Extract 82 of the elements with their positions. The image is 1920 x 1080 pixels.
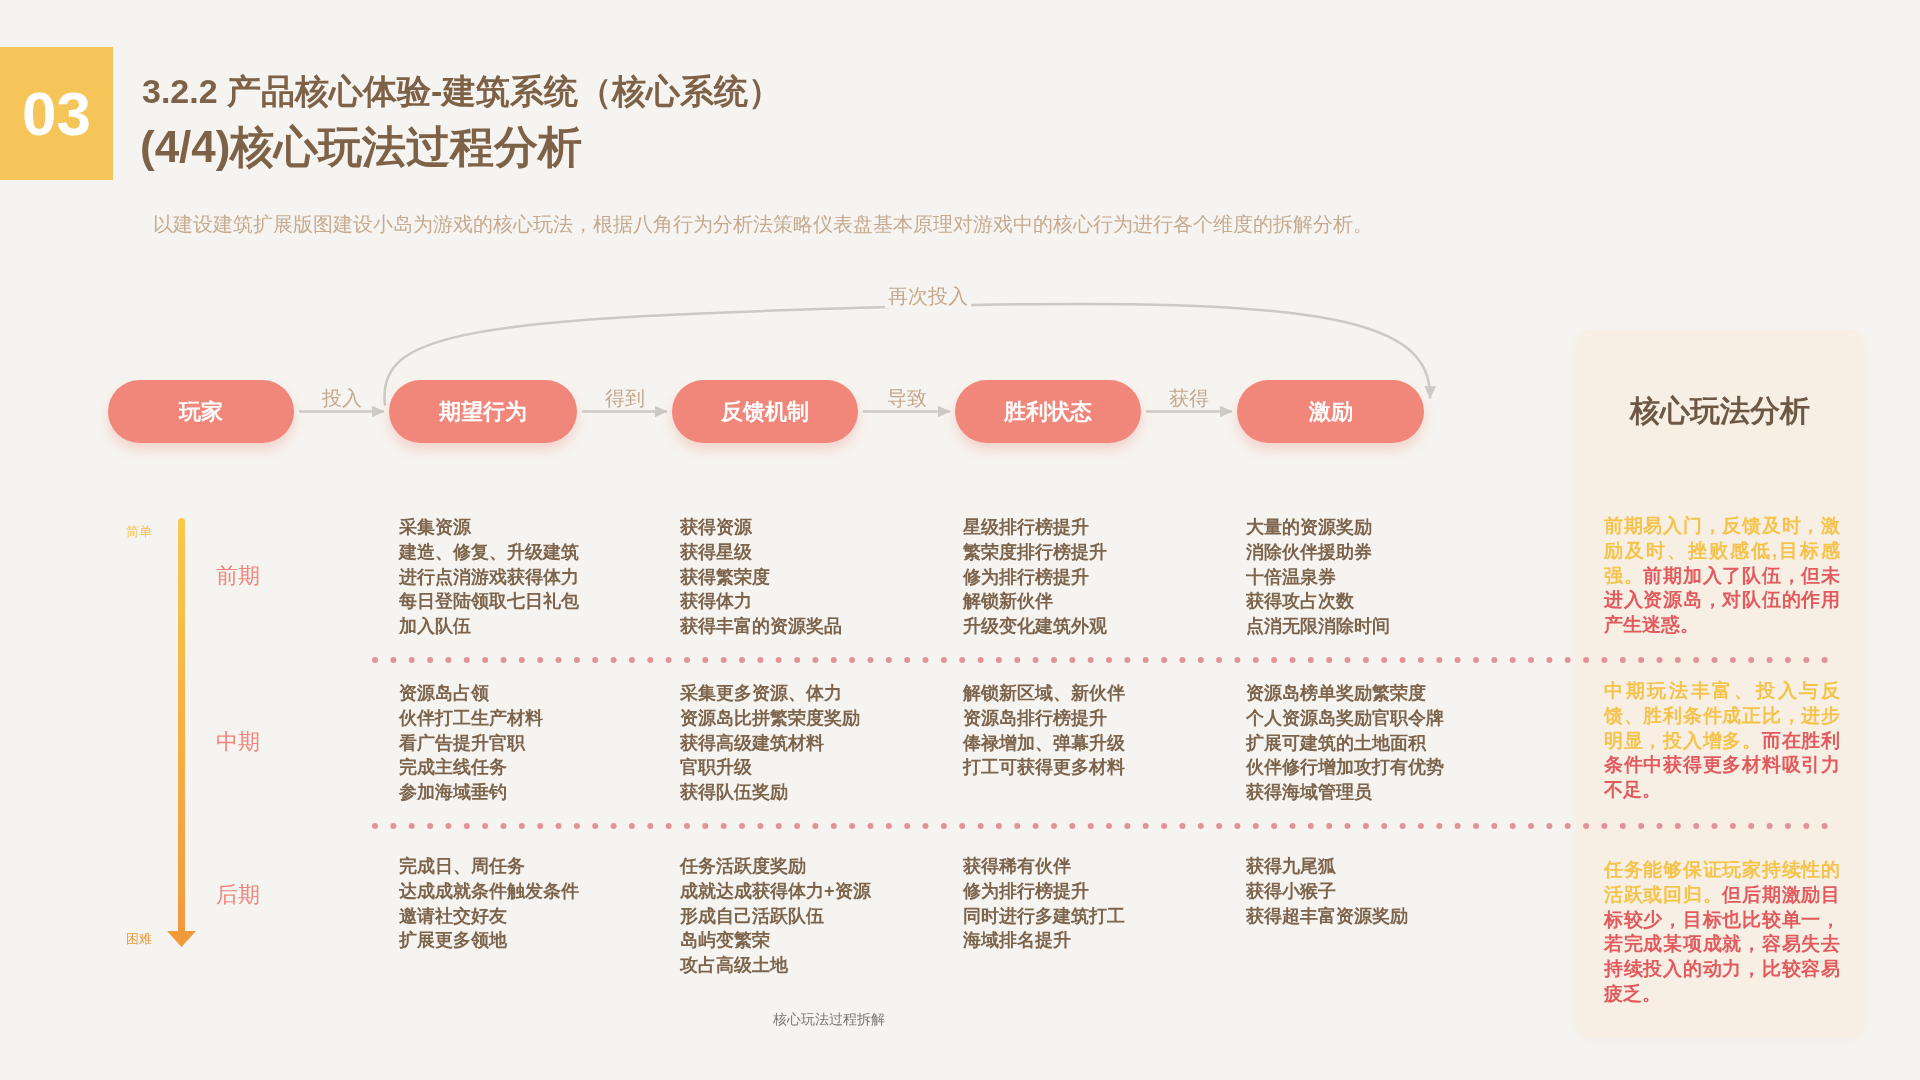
- analysis-paragraph: 前期易入门，反馈及时，激励及时、挫败感低,目标感强。前期加入了队伍，但未进入资源岛，对队伍的作用产生迷惑。: [1604, 514, 1840, 638]
- axis-label: 困难: [126, 930, 152, 948]
- arrow: [299, 405, 385, 418]
- list-item: 获得队伍奖励: [680, 781, 788, 805]
- list-item: 修为排行榜提升: [963, 879, 1089, 903]
- list-item: 官职升级: [680, 756, 752, 780]
- list-item: 采集资源: [399, 516, 471, 539]
- list-item: 获得攻占次数: [1246, 590, 1354, 614]
- subtitle: (4/4)核心玩法过程分析: [140, 121, 583, 173]
- list-item: 繁荣度排行榜提升: [963, 540, 1107, 564]
- list-item: 资源岛榜单奖励繁荣度: [1246, 682, 1426, 705]
- analysis-paragraph: 中期玩法丰富、投入与反馈、胜利条件成正比，进步明显，投入增多。而在胜利条件中获得更多材料吸引力不足。: [1604, 679, 1840, 803]
- arrow: [1146, 405, 1233, 418]
- arrow: [863, 405, 951, 418]
- list-item: 建造、修复、升级建筑: [399, 540, 579, 564]
- list-item: 修为排行榜提升: [963, 565, 1089, 589]
- list-item: 每日登陆领取七日礼包: [399, 590, 579, 614]
- list-item: 获得繁荣度: [680, 565, 770, 589]
- stage-label: 前期: [216, 562, 260, 590]
- list-item: 解锁新区域、新伙伴: [963, 682, 1125, 705]
- list-item: 伙伴修行增加攻打有优势: [1246, 756, 1444, 780]
- list-item: 邀请社交好友: [399, 904, 507, 928]
- list-item: 星级排行榜提升: [963, 516, 1089, 539]
- list-item: 采集更多资源、体力: [680, 682, 842, 705]
- list-item: 扩展更多领地: [399, 929, 507, 953]
- list-item: 获得九尾狐: [1246, 855, 1336, 878]
- list-item: 岛屿变繁荣: [680, 929, 770, 953]
- list-item: 同时进行多建筑打工: [963, 904, 1125, 928]
- list-item: 任务活跃度奖励: [680, 855, 806, 878]
- list-item: 打工可获得更多材料: [963, 756, 1125, 780]
- list-item: 达成成就条件触发条件: [399, 879, 579, 903]
- process-box: 激励: [1237, 380, 1424, 443]
- list-item: 完成主线任务: [399, 756, 507, 780]
- list-item: 获得小猴子: [1246, 879, 1336, 903]
- list-item: 进行点消游戏获得体力: [399, 565, 579, 589]
- list-item: 资源岛占领: [399, 682, 489, 705]
- list-item: 解锁新伙伴: [963, 590, 1053, 614]
- list-item: 获得稀有伙伴: [963, 855, 1071, 878]
- panel-heading: 核心玩法分析: [1628, 393, 1811, 429]
- list-item: 获得超丰富资源奖励: [1246, 904, 1408, 928]
- list-item: 看广告提升官职: [399, 731, 525, 755]
- list-item: 扩展可建筑的土地面积: [1246, 731, 1426, 755]
- list-item: 攻占高级土地: [680, 954, 788, 978]
- list-item: 大量的资源奖励: [1246, 516, 1372, 539]
- list-item: 伙伴打工生产材料: [399, 706, 543, 730]
- list-item: 海域排名提升: [963, 929, 1071, 953]
- stage-label: 后期: [216, 881, 260, 909]
- analysis-panel: [1576, 330, 1864, 1038]
- list-item: 获得体力: [680, 590, 752, 614]
- process-box: 反馈机制: [672, 380, 858, 443]
- list-item: 升级变化建筑外观: [963, 615, 1107, 639]
- edge-label: 获得: [1166, 385, 1212, 410]
- process-box: 玩家: [108, 380, 294, 443]
- process-box: 期望行为: [389, 380, 577, 443]
- list-item: 资源岛排行榜提升: [963, 706, 1107, 730]
- list-item: 点消无限消除时间: [1246, 615, 1390, 639]
- caption: 核心玩法过程拆解: [773, 1010, 885, 1029]
- edge-label: 再次投入: [884, 284, 971, 308]
- analysis-paragraph: 任务能够保证玩家持续性的活跃或回归。但后期激励目标较少，目标也比较单一，若完成某项成就，容易失去持续投入的动力，比较容易疲乏。: [1604, 858, 1840, 1006]
- list-item: 俸禄增加、弹幕升级: [963, 731, 1125, 755]
- list-item: 获得星级: [680, 540, 752, 564]
- arrow: [383, 302, 1435, 406]
- section-badge: 03: [0, 47, 113, 180]
- list-item: 个人资源岛奖励官职令牌: [1246, 706, 1444, 730]
- list-item: 获得高级建筑材料: [680, 731, 824, 755]
- list-item: 完成日、周任务: [399, 855, 525, 878]
- list-item: 十倍温泉券: [1246, 565, 1336, 589]
- list-item: 成就达成获得体力+资源: [680, 879, 871, 903]
- stage-label: 中期: [216, 728, 260, 756]
- title: 3.2.2 产品核心体验-建筑系统（核心系统）: [142, 71, 783, 111]
- axis-label: 简单: [126, 523, 152, 541]
- list-item: 加入队伍: [399, 615, 471, 639]
- list-item: 资源岛比拼繁荣度奖励: [680, 706, 860, 730]
- process-box: 胜利状态: [955, 380, 1141, 443]
- list-item: 形成自己活跃队伍: [680, 904, 824, 928]
- list-item: 获得资源: [680, 516, 752, 539]
- list-item: 获得丰富的资源奖品: [680, 615, 842, 639]
- arrow: [582, 405, 668, 418]
- list-item: 参加海域垂钓: [399, 781, 507, 805]
- list-item: 获得海域管理员: [1246, 781, 1372, 805]
- description: 以建设建筑扩展版图建设小岛为游戏的核心玩法，根据八角行为分析法策略仪表盘基本原理对游戏中的核心行为进行各个维度的拆解分析。: [153, 212, 1373, 237]
- list-item: 消除伙伴援助券: [1246, 540, 1372, 564]
